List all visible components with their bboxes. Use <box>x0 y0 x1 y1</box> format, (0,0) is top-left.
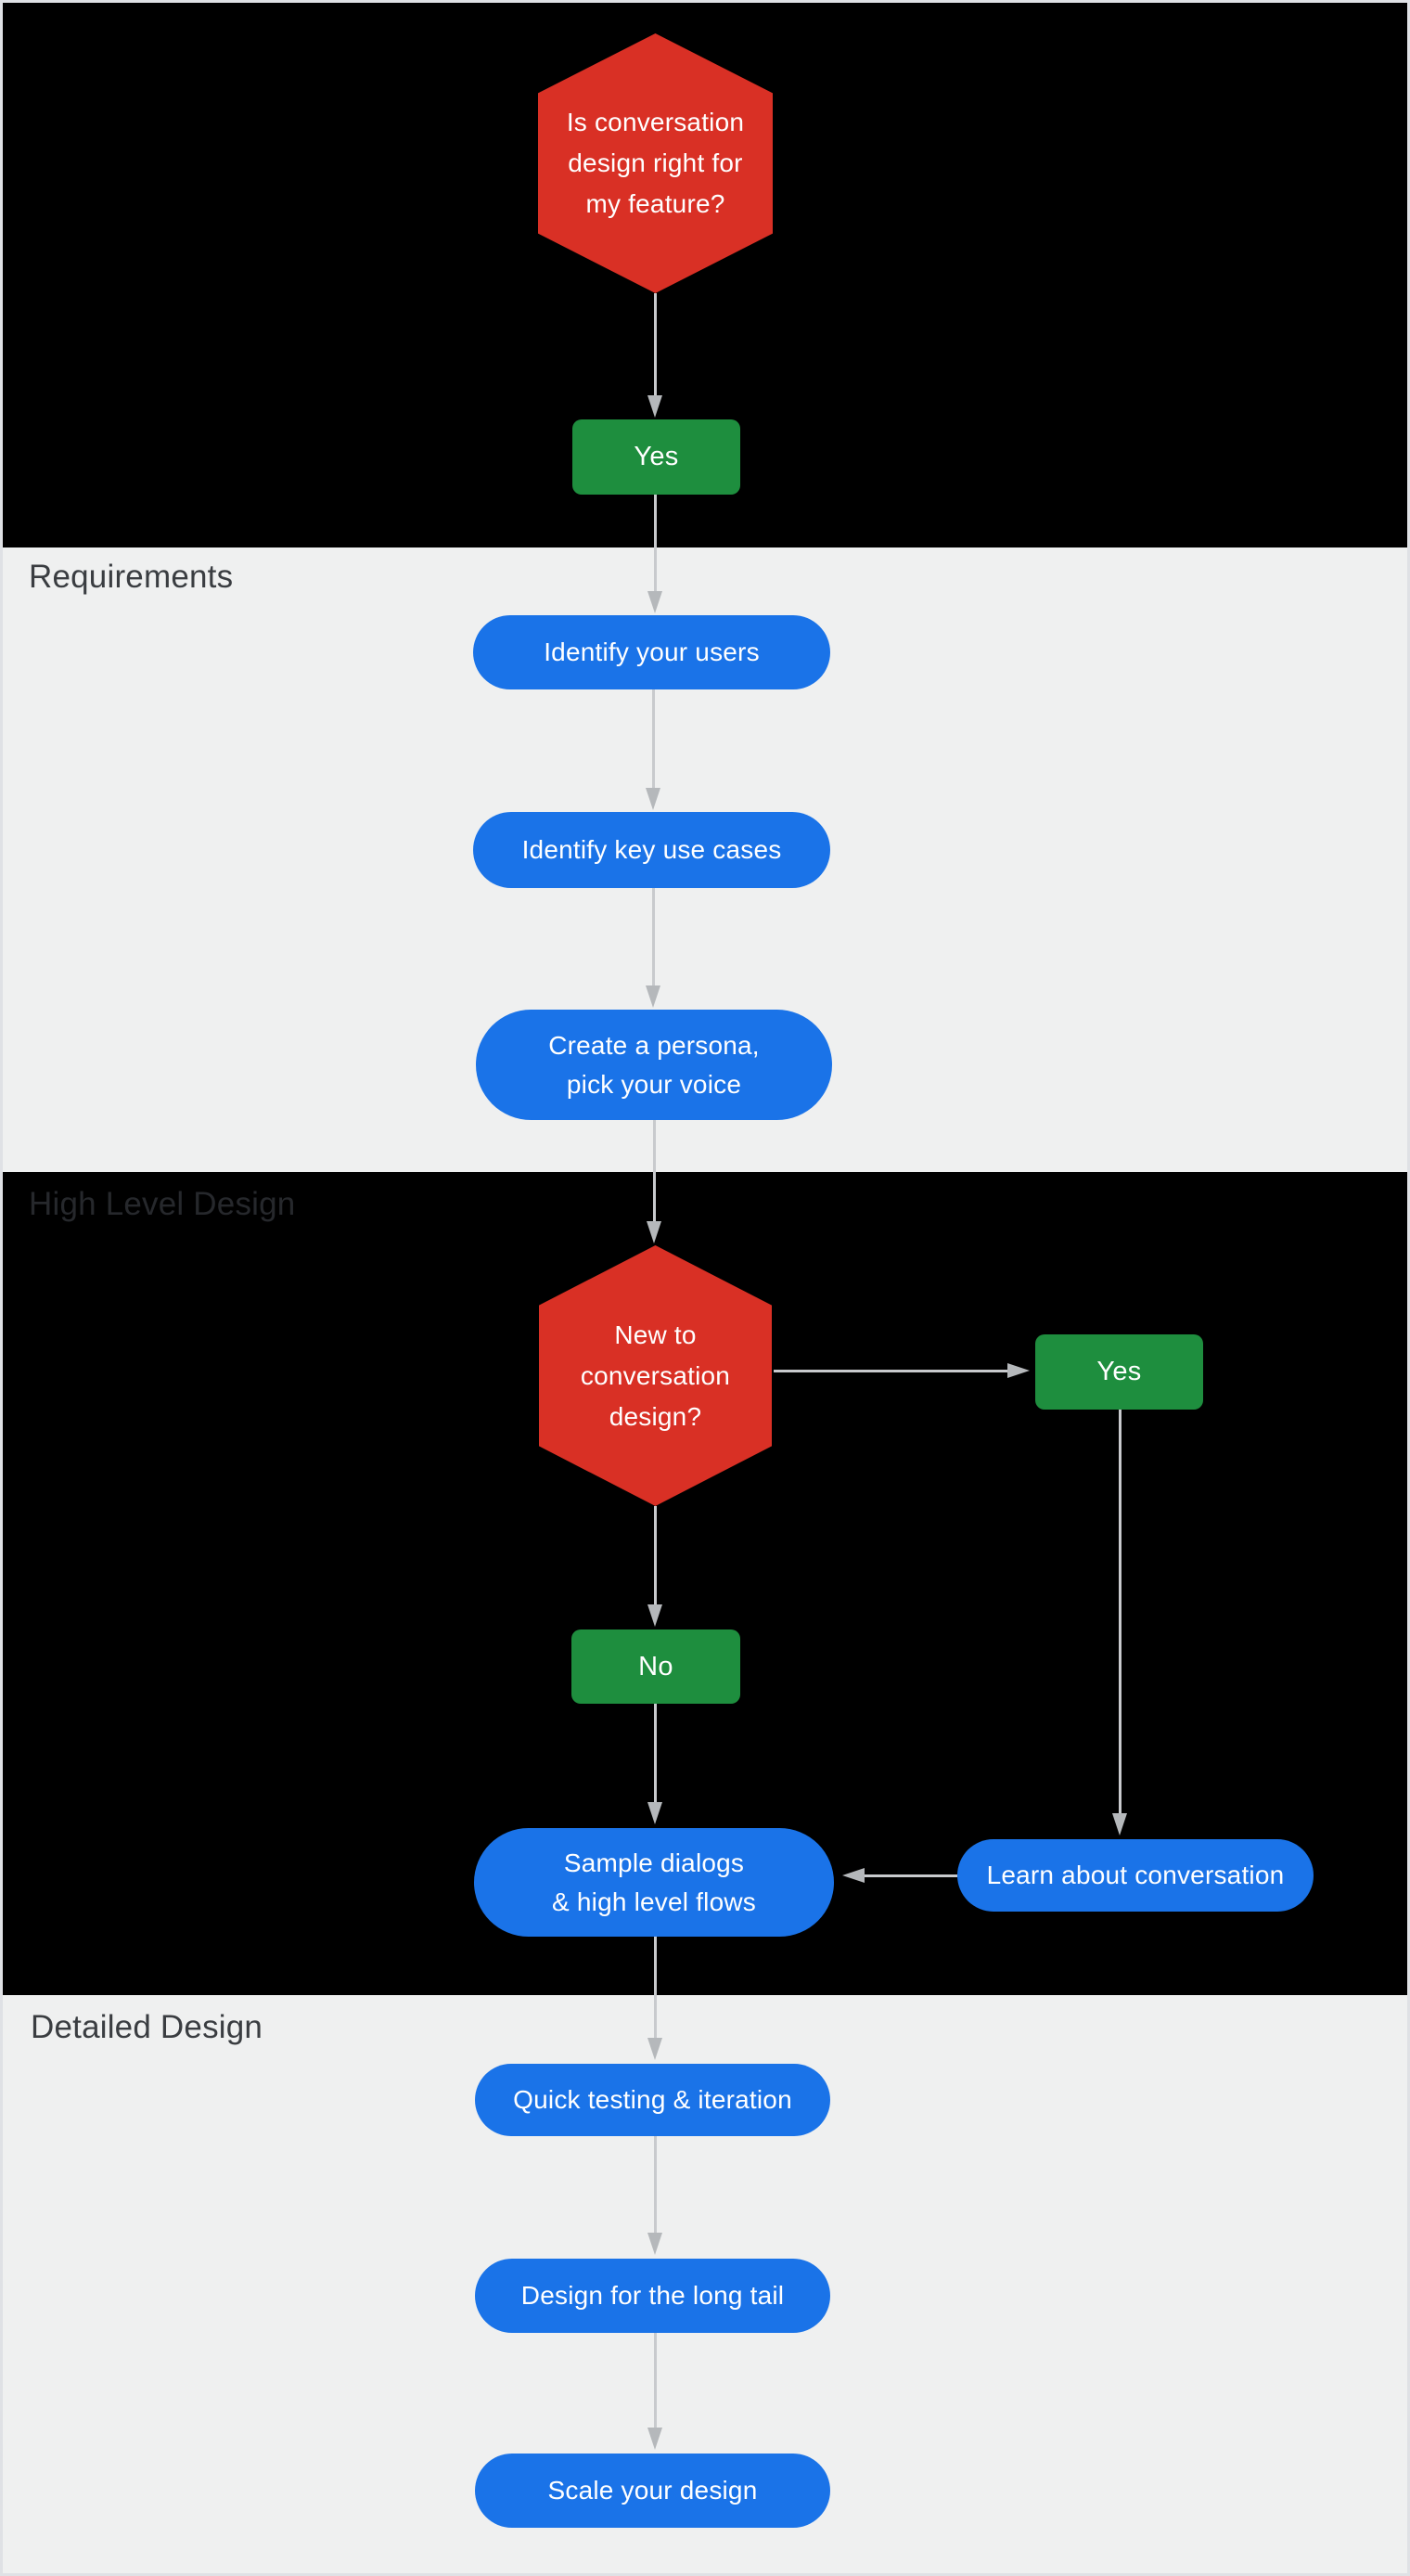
step-pill-design-long-tail[interactable]: Design for the long tail <box>475 2259 830 2333</box>
yes-button-start[interactable]: Yes <box>572 419 740 495</box>
step-pill-quick-testing[interactable]: Quick testing & iteration <box>475 2064 830 2136</box>
arrow-shaft <box>654 495 657 591</box>
arrow-shaft <box>653 1120 656 1221</box>
section-title-detailed-design: Detailed Design <box>31 2009 263 2045</box>
pill-line: Sample dialogs <box>563 1848 745 1877</box>
step-pill-create-persona[interactable]: Create a persona, pick your voice <box>476 1010 832 1120</box>
arrow-shaft <box>654 2136 657 2233</box>
arrow-head-down-icon <box>1112 1813 1127 1835</box>
arrow-shaft <box>652 689 655 788</box>
section-title-requirements: Requirements <box>29 559 234 595</box>
arrow-shaft <box>1119 1410 1122 1813</box>
arrow-head-down-icon <box>646 985 660 1008</box>
arrow-head-down-icon <box>647 2233 662 2255</box>
arrow-shaft <box>865 1874 957 1877</box>
arrow-shaft <box>654 1506 657 1604</box>
arrow-head-down-icon <box>647 591 662 613</box>
arrow-shaft <box>654 293 657 395</box>
arrow-shaft <box>654 1937 657 2038</box>
arrow-shaft <box>654 1704 657 1802</box>
decision-line: New to <box>614 1320 697 1349</box>
decision-hexagon-new-to-design: New to conversation design? <box>539 1245 772 1506</box>
arrow-head-down-icon <box>646 788 660 810</box>
decision-line: conversation <box>580 1360 731 1390</box>
no-button-new-to-design[interactable]: No <box>571 1629 740 1704</box>
pill-line: pick your voice <box>566 1069 742 1099</box>
yes-button-new-to-design[interactable]: Yes <box>1035 1334 1203 1410</box>
step-pill-identify-users[interactable]: Identify your users <box>473 615 830 689</box>
decision-hexagon-feature-fit: Is conversation design right for my feat… <box>538 33 773 293</box>
decision-line: design right for <box>568 148 743 177</box>
step-pill-sample-dialogs[interactable]: Sample dialogs & high level flows <box>474 1828 834 1937</box>
arrow-head-right-icon <box>1007 1363 1030 1378</box>
step-pill-learn-conversation[interactable]: Learn about conversation <box>957 1839 1314 1912</box>
arrow-shaft <box>652 888 655 985</box>
arrow-head-down-icon <box>647 2038 662 2060</box>
step-pill-scale-design[interactable]: Scale your design <box>475 2454 830 2528</box>
decision-line: my feature? <box>585 189 725 218</box>
arrow-head-down-icon <box>647 1221 661 1243</box>
arrow-head-left-icon <box>842 1868 865 1883</box>
arrow-head-down-icon <box>647 395 662 418</box>
arrow-head-down-icon <box>647 1802 662 1824</box>
arrow-head-down-icon <box>647 1604 662 1627</box>
decision-line: design? <box>609 1401 702 1431</box>
section-title-high-level-design: High Level Design <box>29 1186 296 1222</box>
arrow-shaft <box>774 1370 1007 1372</box>
arrow-head-down-icon <box>647 2428 662 2450</box>
arrow-shaft <box>654 2333 657 2428</box>
step-pill-identify-use-cases[interactable]: Identify key use cases <box>473 812 830 888</box>
pill-line: Create a persona, <box>548 1030 760 1060</box>
decision-line: Is conversation <box>566 108 745 136</box>
pill-line: & high level flows <box>552 1887 756 1916</box>
